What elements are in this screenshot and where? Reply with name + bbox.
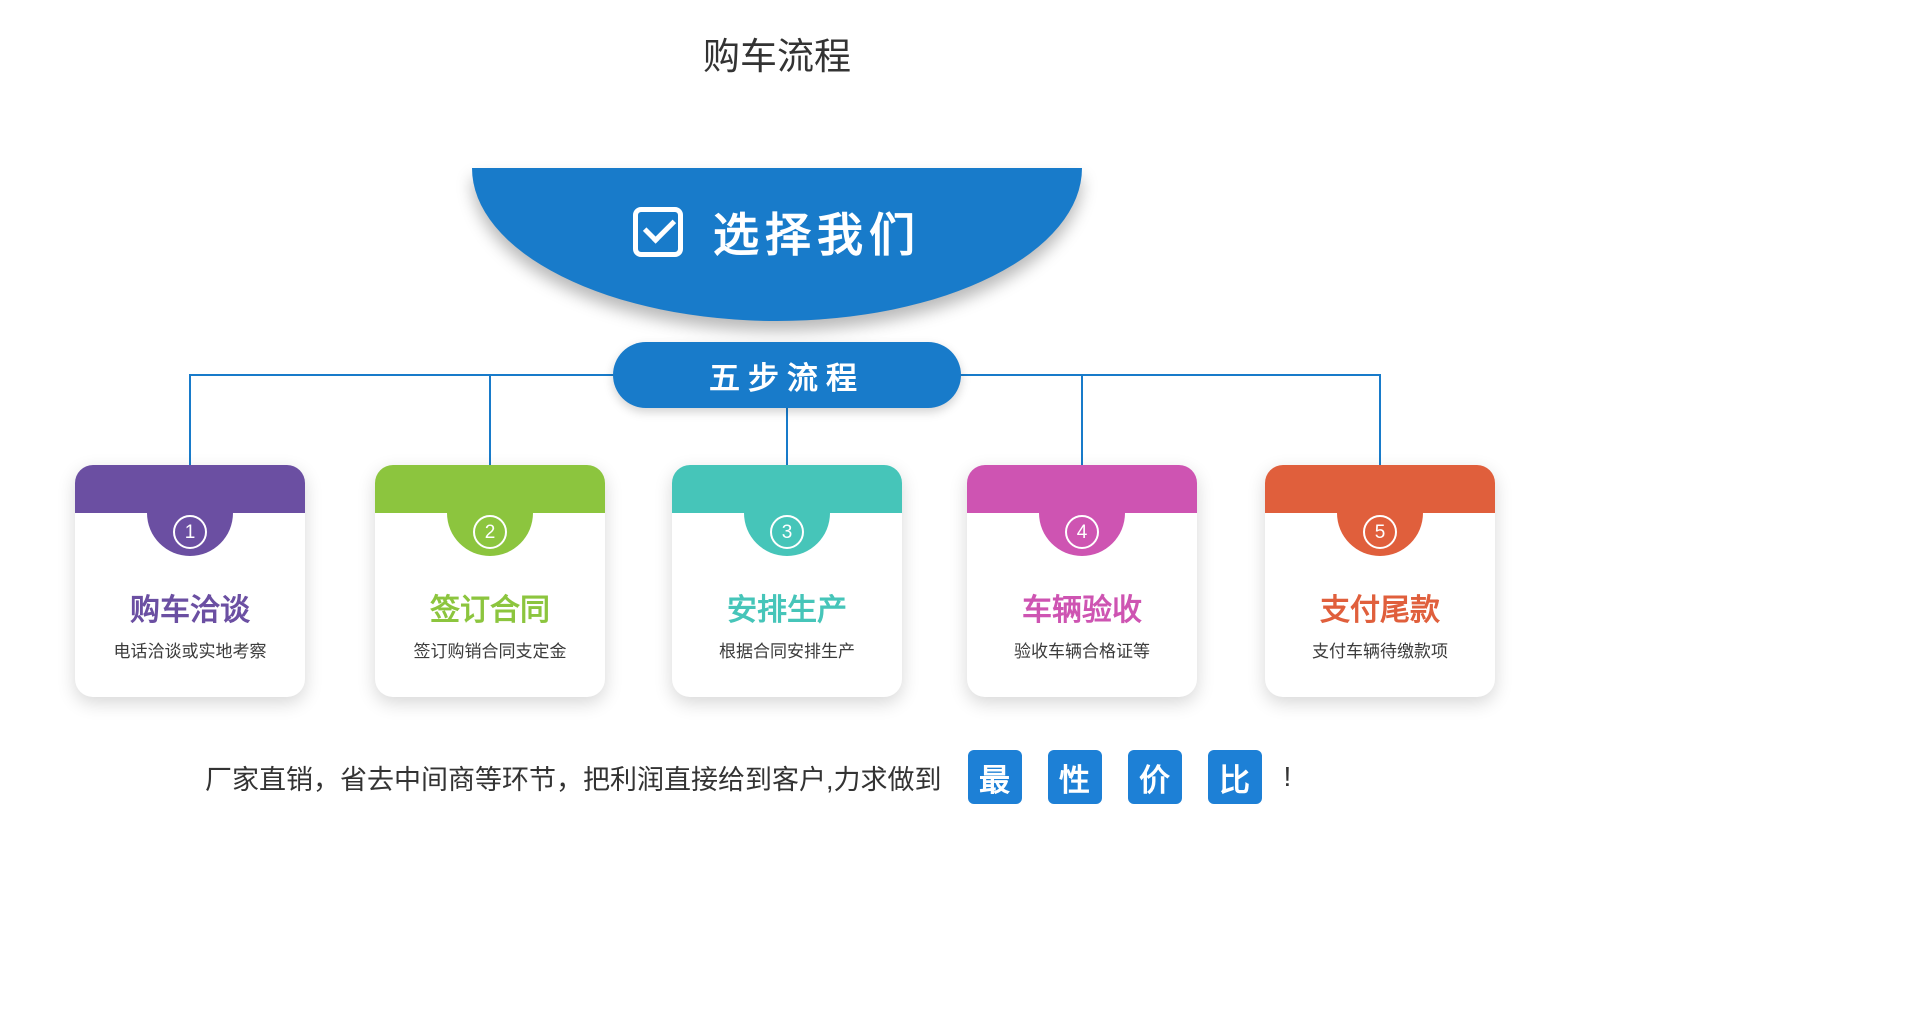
connector-line-step4 (1081, 375, 1083, 466)
connector-line-step2 (489, 375, 491, 466)
highlight-box-jia: 价 (1127, 750, 1182, 804)
step-card-2: 2 签订合同 签订购销合同支定金 (375, 465, 605, 697)
step-card-header (1265, 465, 1495, 513)
step-number-badge: 3 (770, 515, 804, 549)
step-number-badge: 1 (173, 515, 207, 549)
step-title: 安排生产 (727, 594, 847, 627)
step-card-header (672, 465, 902, 513)
step-card-5: 5 支付尾款 支付车辆待缴款项 (1265, 465, 1495, 697)
step-card-3: 3 安排生产 根据合同安排生产 (672, 465, 902, 697)
checkbox-check-icon (633, 206, 683, 257)
step-number-badge: 2 (473, 515, 507, 549)
step-number-badge: 4 (1065, 515, 1099, 549)
connector-line-step3 (786, 375, 788, 466)
five-step-pill: 五步流程 (613, 342, 961, 408)
step-description: 根据合同安排生产 (719, 642, 855, 661)
step-description: 验收车辆合格证等 (1014, 642, 1150, 661)
step-description: 支付车辆待缴款项 (1312, 642, 1448, 661)
step-description: 电话洽谈或实地考察 (113, 642, 267, 661)
footer-exclamation: ! (1283, 761, 1292, 792)
step-title: 车辆验收 (1022, 594, 1142, 627)
connector-line-step1 (189, 375, 191, 466)
step-title: 支付尾款 (1320, 594, 1440, 627)
step-number-bulge: 2 (447, 513, 533, 556)
step-description: 签订购销合同支定金 (413, 642, 567, 661)
highlight-box-zui: 最 (967, 750, 1022, 804)
connector-line-step5 (1379, 375, 1381, 466)
step-card-header (75, 465, 305, 513)
step-number-bulge: 5 (1337, 513, 1423, 556)
step-number-bulge: 4 (1039, 513, 1125, 556)
step-number-badge: 5 (1363, 515, 1397, 549)
footer-text: 厂家直销，省去中间商等环节，把利润直接给到客户,力求做到 (205, 764, 942, 795)
banner-title: 选择我们 (713, 208, 921, 261)
page-title: 购车流程 (703, 36, 851, 77)
step-title: 购车洽谈 (130, 594, 250, 627)
step-title: 签订合同 (430, 594, 550, 627)
step-number-bulge: 3 (744, 513, 830, 556)
step-card-4: 4 车辆验收 验收车辆合格证等 (967, 465, 1197, 697)
highlight-box-bi: 比 (1207, 750, 1262, 804)
step-number-bulge: 1 (147, 513, 233, 556)
highlight-box-xing: 性 (1047, 750, 1102, 804)
choose-us-banner: 选择我们 (472, 168, 1082, 321)
footer-slogan: 厂家直销，省去中间商等环节，把利润直接给到客户,力求做到 最 性 价 比 ! (205, 750, 1291, 804)
step-card-header (967, 465, 1197, 513)
step-card-1: 1 购车洽谈 电话洽谈或实地考察 (75, 465, 305, 697)
step-card-header (375, 465, 605, 513)
